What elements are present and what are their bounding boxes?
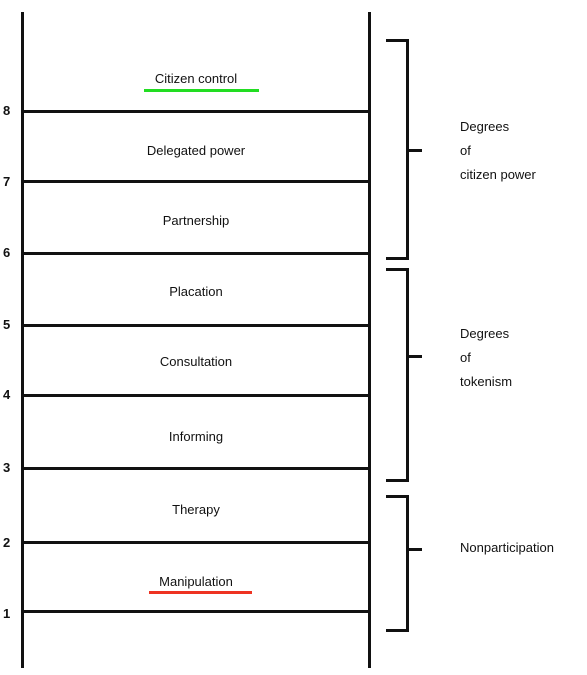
- ladder-left-rail: [21, 12, 24, 668]
- manipulation-underline: [149, 591, 252, 594]
- rung-7-bar: [21, 180, 371, 183]
- step-label-citizen-control: Citizen control: [154, 71, 238, 86]
- group-label-line: of: [460, 143, 471, 158]
- rung-number-2: 2: [3, 535, 11, 550]
- group-label-line: Degrees: [460, 326, 510, 341]
- rung-number-8: 8: [3, 103, 11, 118]
- rung-number-3: 3: [3, 460, 11, 475]
- rung-4-bar: [21, 394, 371, 397]
- ladder-right-rail: [368, 12, 371, 668]
- group-label-tokenism: Degrees of tokenism: [460, 322, 512, 394]
- group-label-line: Nonparticipation: [460, 540, 554, 555]
- group-label-line: citizen power: [460, 167, 536, 182]
- rung-number-4: 4: [3, 387, 11, 402]
- step-label-manipulation: Manipulation: [159, 574, 233, 589]
- group-label-citizen-power: Degrees of citizen power: [460, 115, 536, 187]
- step-label-therapy: Therapy: [172, 502, 220, 517]
- step-label-delegated-power: Delegated power: [146, 143, 246, 158]
- rung-8-bar: [21, 110, 371, 113]
- group-label-nonparticipation: Nonparticipation: [460, 536, 554, 560]
- rung-number-5: 5: [3, 317, 11, 332]
- rung-number-1: 1: [3, 606, 11, 621]
- rung-number-7: 7: [3, 174, 11, 189]
- rung-5-bar: [21, 324, 371, 327]
- group-label-line: tokenism: [460, 374, 513, 389]
- step-label-consultation: Consultation: [159, 354, 233, 369]
- rung-6-bar: [21, 252, 371, 255]
- step-label-informing: Informing: [168, 429, 224, 444]
- rung-number-6: 6: [3, 245, 11, 260]
- rung-1-bar: [21, 610, 371, 613]
- citizen-control-underline: [144, 89, 259, 92]
- step-label-placation: Placation: [169, 284, 223, 299]
- step-label-partnership: Partnership: [162, 213, 230, 228]
- group-label-line: of: [460, 350, 471, 365]
- rung-2-bar: [21, 541, 371, 544]
- rung-3-bar: [21, 467, 371, 470]
- group-label-line: Degrees: [460, 119, 510, 134]
